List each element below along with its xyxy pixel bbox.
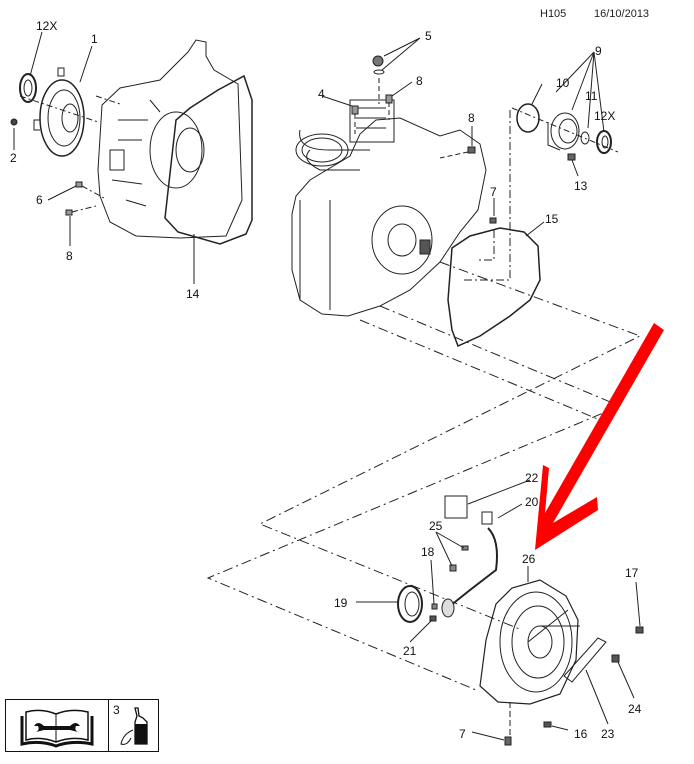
gasket-14 <box>164 74 253 245</box>
bracket-23 <box>563 637 607 683</box>
callout-9: 9 <box>595 44 602 58</box>
callout-22: 22 <box>525 471 539 485</box>
bolt-17 <box>635 626 644 634</box>
callout-16: 16 <box>574 727 588 741</box>
callout-21: 21 <box>403 644 417 658</box>
callout-8-right: 8 <box>468 111 475 125</box>
callout-8-left: 8 <box>66 249 73 263</box>
sensor-harness <box>441 495 498 618</box>
bolt-24 <box>611 654 620 663</box>
bolt-8-left <box>65 209 73 216</box>
sealant-bottle-icon <box>120 707 148 745</box>
bolt-7-top <box>489 217 497 224</box>
callout-24: 24 <box>628 702 642 716</box>
fill-plug-5 <box>372 55 385 75</box>
callout-17: 17 <box>625 566 639 580</box>
callout-19: 19 <box>334 596 348 610</box>
o-ring-10 <box>516 103 540 133</box>
callout-7-top: 7 <box>490 185 497 199</box>
pump-assembly-1 <box>33 67 85 157</box>
callout-7-bottom: 7 <box>459 727 466 741</box>
callout-10: 10 <box>556 76 570 90</box>
callout-11: 11 <box>585 89 598 103</box>
callout-2: 2 <box>10 151 17 165</box>
callout-14: 14 <box>186 287 200 301</box>
clip-25b <box>449 564 457 572</box>
red-arrow-annotation <box>535 323 664 550</box>
gasket-15 <box>447 227 541 348</box>
callout-15: 15 <box>545 212 559 226</box>
side-cover-26 <box>479 579 580 705</box>
callout-8-top: 8 <box>416 74 423 88</box>
bolt-4 <box>351 105 359 115</box>
callout-26: 26 <box>522 552 536 566</box>
manual-book-wrench-icon <box>20 709 94 748</box>
callout-13: 13 <box>574 179 588 193</box>
bolt-21 <box>429 615 437 622</box>
seal-housing-9 <box>547 112 580 151</box>
transmission-case <box>97 39 243 239</box>
bolt-2 <box>10 118 18 126</box>
callout-6: 6 <box>36 193 43 207</box>
diagram-date: 16/10/2013 <box>594 8 650 20</box>
seal-11 <box>580 131 590 145</box>
legend-box: 3 <box>5 699 159 752</box>
bolt-8-right <box>467 146 476 154</box>
callout-18: 18 <box>421 545 435 559</box>
bolt-8-top <box>385 94 393 104</box>
callout-25: 25 <box>429 519 443 533</box>
seal-18 <box>431 603 438 610</box>
legend-sealant-number: 3 <box>113 703 120 717</box>
bolt-25a <box>461 545 469 551</box>
callout-20: 20 <box>525 495 539 509</box>
bolt-13 <box>567 153 576 161</box>
seal-19 <box>397 585 423 623</box>
transmission-assembly <box>291 99 487 317</box>
callout-12x-right: 12X <box>594 109 616 123</box>
diagram-code: H105 <box>540 8 567 20</box>
callout-5: 5 <box>425 29 432 43</box>
callout-4: 4 <box>318 87 325 101</box>
callout-1: 1 <box>91 32 98 46</box>
bolt-7-bottom <box>504 736 512 746</box>
seal-12x-left <box>19 73 37 103</box>
callout-23: 23 <box>601 727 615 741</box>
bolt-6 <box>75 181 83 188</box>
legend-cell-manual <box>6 700 109 751</box>
seal-12x-right <box>596 130 612 154</box>
bolt-16 <box>543 721 552 728</box>
legend-cell-sealant: 3 <box>109 700 158 751</box>
callout-12x-left: 12X <box>36 19 58 33</box>
